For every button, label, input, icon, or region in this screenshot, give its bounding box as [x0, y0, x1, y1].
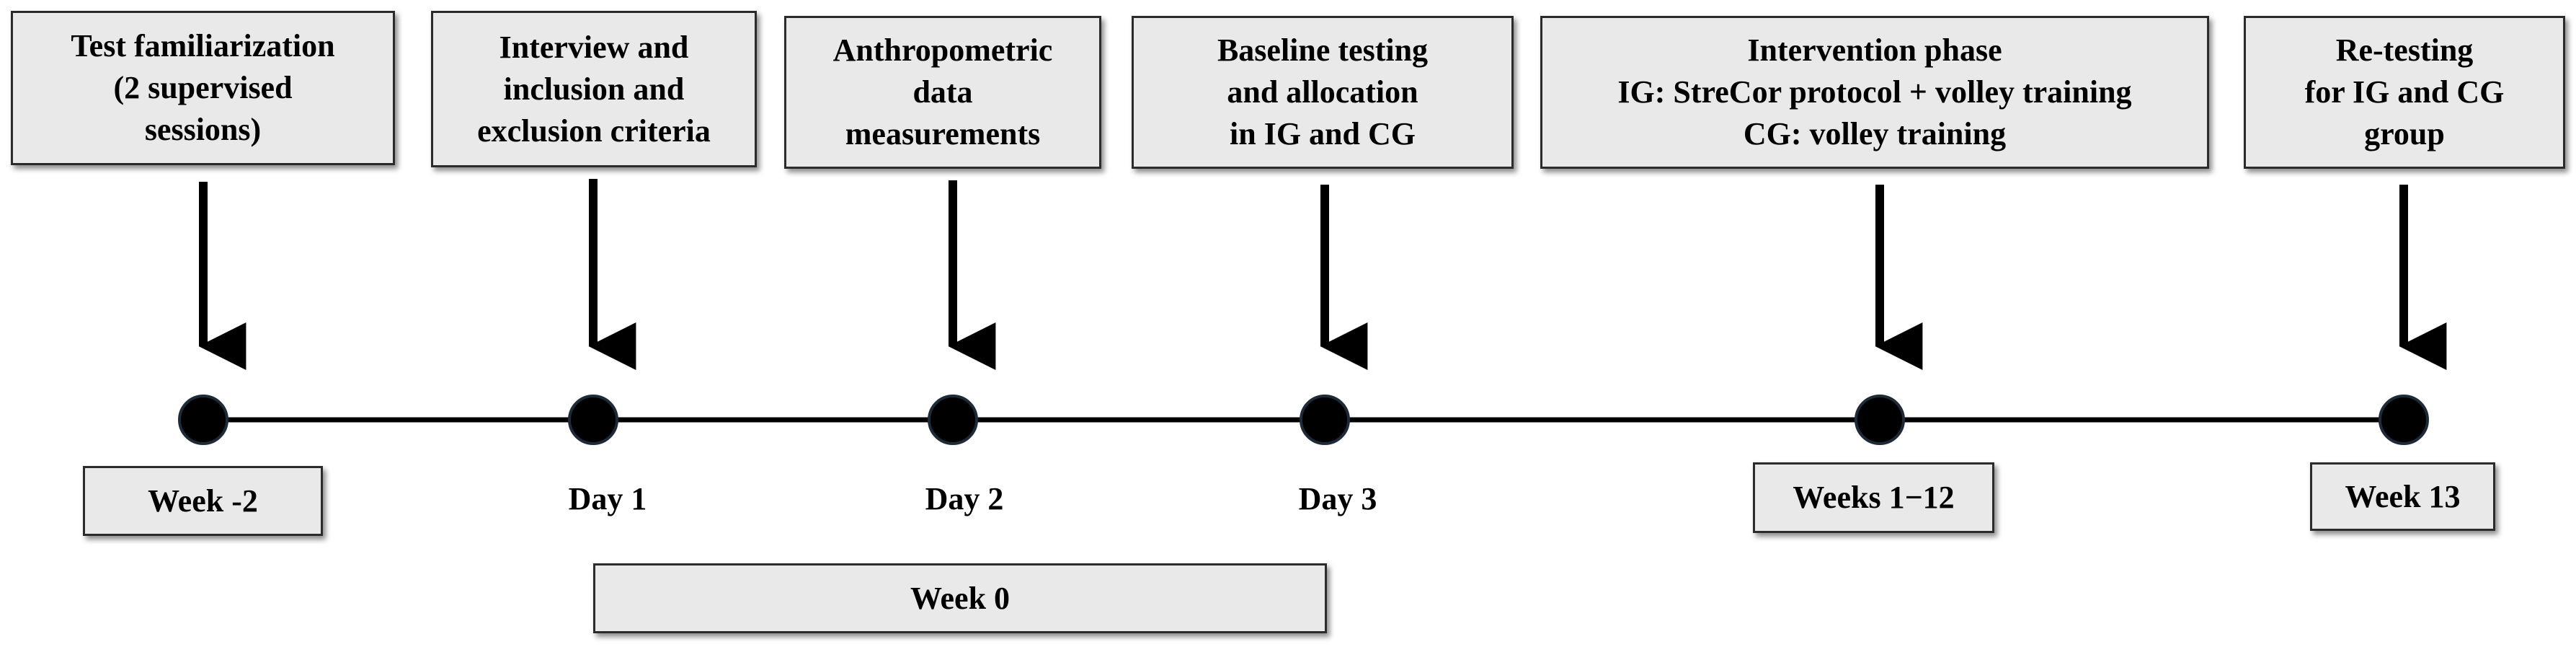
time-label-day-2: Day 2 [925, 481, 1004, 516]
node-interview [568, 395, 618, 445]
time-label-weeks-1-12: Weeks 1−12 [1753, 462, 1994, 533]
event-line: data [912, 74, 973, 110]
event-line: Test familiarization [71, 28, 335, 63]
event-box-retesting: Re-testing for IG and CG group [2244, 16, 2565, 169]
node-familiarization [178, 395, 228, 445]
event-line: sessions) [144, 112, 262, 147]
event-line: (2 supervised [113, 70, 293, 105]
event-line: measurements [845, 116, 1041, 151]
event-line: inclusion and [503, 71, 685, 107]
event-line: exclusion criteria [477, 113, 711, 149]
time-label-day-1: Day 1 [568, 481, 647, 516]
event-line: and allocation [1227, 74, 1418, 110]
event-box-baseline: Baseline testing and allocation in IG an… [1132, 16, 1514, 169]
node-retesting [2379, 395, 2429, 445]
time-label-week-minus-2: Week -2 [83, 466, 323, 536]
event-box-intervention: Intervention phase IG: StreCor protocol … [1540, 16, 2209, 169]
time-label-week-13: Week 13 [2310, 462, 2495, 531]
event-line: in IG and CG [1230, 116, 1416, 151]
node-baseline [1300, 395, 1350, 445]
event-line: for IG and CG [2304, 74, 2505, 110]
node-intervention [1855, 395, 1905, 445]
time-label-day-3: Day 3 [1298, 481, 1377, 516]
event-line: CG: volley training [1743, 116, 2007, 151]
event-line: Anthropometric [832, 32, 1053, 68]
event-line: Intervention phase [1747, 32, 2002, 68]
event-box-interview: Interview and inclusion and exclusion cr… [431, 11, 757, 167]
event-box-familiarization: Test familiarization (2 supervised sessi… [11, 11, 395, 165]
event-line: Re-testing [2335, 32, 2474, 68]
event-line: group [2364, 116, 2445, 151]
event-line: IG: StreCor protocol + volley training [1617, 74, 2132, 110]
event-line: Interview and [499, 29, 689, 65]
event-line: Baseline testing [1217, 32, 1429, 68]
span-label-week-0: Week 0 [593, 563, 1327, 633]
event-box-anthropometric: Anthropometric data measurements [784, 16, 1101, 169]
node-anthropometric [928, 395, 978, 445]
